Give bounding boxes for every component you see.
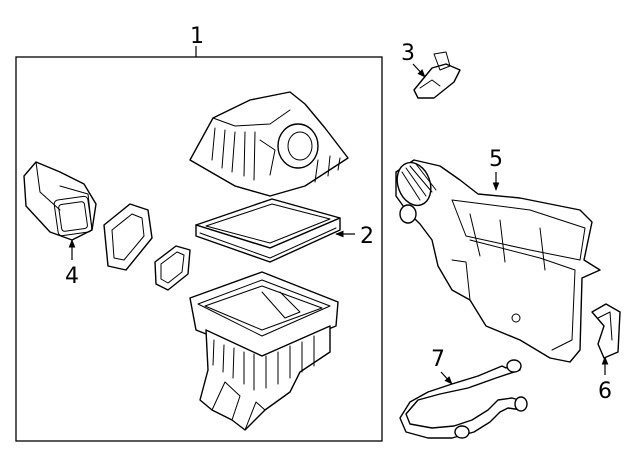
callout-2[interactable]: 2 [360,224,374,249]
sensor-part-3[interactable] [413,51,461,99]
bracket-part-6[interactable] [591,303,621,359]
assembly-box [15,46,383,442]
callout-6[interactable]: 6 [598,379,612,404]
callout-1[interactable]: 1 [190,24,204,49]
callout-5[interactable]: 5 [489,147,503,172]
hose-part-7[interactable] [399,359,528,439]
airflow-duct[interactable] [23,161,97,241]
intake-resonator[interactable] [391,158,601,363]
leader-3 [412,63,426,78]
callout-3[interactable]: 3 [401,41,415,66]
air-filter[interactable] [195,198,341,263]
lower-housing[interactable] [189,271,339,431]
callout-4[interactable]: 4 [65,264,79,289]
air-cleaner-cover[interactable] [189,91,349,197]
callout-7[interactable]: 7 [431,347,445,372]
leader-7 [440,371,453,385]
seal-large[interactable] [103,203,153,271]
seal-small[interactable] [154,245,191,291]
